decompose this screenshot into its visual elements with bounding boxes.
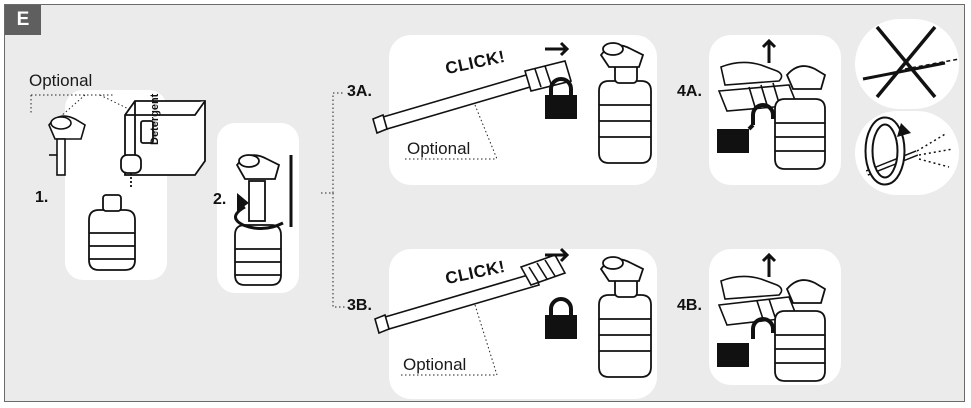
canister-3a-icon [598,42,652,164]
lock-closed-3b-icon [545,297,577,339]
optional-label-3b: Optional [403,355,467,374]
lock-open-4b-icon [717,317,775,367]
diagram-drawing [30,25,960,382]
arrow-right-icon [545,41,570,57]
rotate-arrow-right-icon [864,116,911,186]
canister-4b-icon [774,279,827,382]
rotate-arrow-head-icon [237,193,249,211]
canister-step-1-icon [88,194,136,271]
optional-leader-2 [99,94,146,118]
step-4b-label: 4B. [677,297,702,314]
rotate-arrow-icon [234,205,284,230]
detergent-container-icon [120,100,206,189]
optional-leader-3b [474,304,498,376]
optional-leader-1 [59,94,86,118]
step-1-label: 1. [35,189,49,206]
step-2-label: 2. [213,191,227,208]
branch-line-3b [332,193,345,308]
optional-label-3a: Optional [407,139,471,158]
cross-out-icon [862,25,960,99]
canister-4a-icon [774,65,827,170]
branch-line-3a [321,92,345,194]
lock-closed-icon [545,77,577,119]
lock-open-icon [717,103,775,153]
step-4a-label: 4A. [677,83,702,100]
step-3b-label: 3B. [347,297,372,314]
arrow-right-3b-icon [545,247,570,263]
detergent-label: Detergent [149,93,161,145]
spray-icon [865,132,954,176]
section-letter-badge: E [5,5,41,35]
step-3a-label: 3A. [347,83,372,100]
lance-3a-icon [372,60,573,135]
arrow-up-4b-icon [761,252,777,277]
canister-step-2-icon [234,154,282,286]
instruction-figure: E [4,4,965,402]
nozzle-attachment-icon [48,115,86,176]
arrow-up-icon [761,38,777,63]
optional-label-top: Optional [29,71,93,90]
lance-3b-icon [374,254,567,335]
optional-leader-3a [474,104,498,160]
canister-3b-icon [598,256,652,378]
